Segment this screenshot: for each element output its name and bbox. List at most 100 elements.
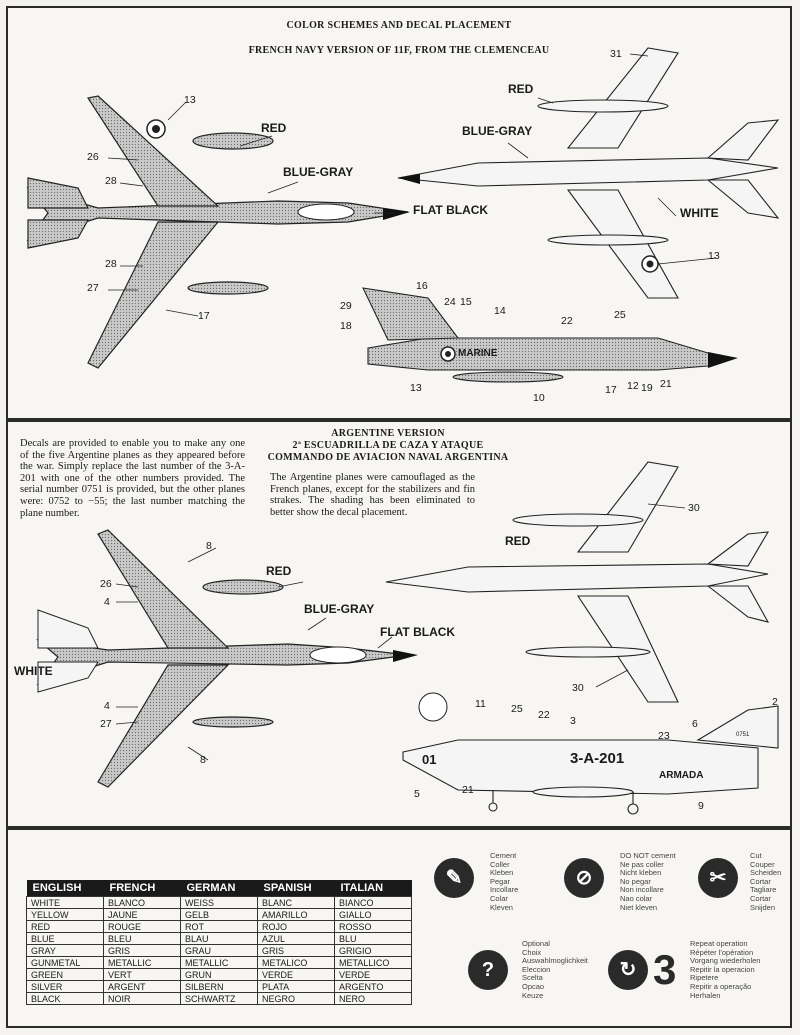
table-cell: GRAU <box>180 944 258 957</box>
callout-21-arg: 21 <box>462 784 474 796</box>
table-cell: YELLOW <box>26 908 104 921</box>
header-french: FRENCH <box>103 880 181 897</box>
callout-23: 23 <box>658 730 670 742</box>
table-cell: JAUNE <box>103 908 181 921</box>
table-cell: NEGRO <box>257 992 335 1005</box>
table-cell: VERDE <box>257 968 335 981</box>
header-german: GERMAN <box>180 880 258 897</box>
cut-icon: ✂ <box>698 858 738 898</box>
table-cell: VERT <box>103 968 181 981</box>
table-cell: AZUL <box>257 932 335 945</box>
table-cell: GRAY <box>26 944 104 957</box>
table-cell: BIANCO <box>334 896 412 909</box>
callout-26-arg: 26 <box>100 578 112 590</box>
header-english: ENGLISH <box>26 880 104 897</box>
camo-note: The Argentine planes were camouflaged as… <box>270 472 475 518</box>
table-cell: METALLIC <box>180 956 258 969</box>
callout-24: 24 <box>444 296 456 308</box>
french-aircraft-drawings <box>26 47 780 383</box>
callout-14: 14 <box>494 305 506 317</box>
cement-icon: ✎ <box>434 858 474 898</box>
callout-3: 3 <box>570 715 576 727</box>
table-cell: GRIS <box>257 944 335 957</box>
table-cell: GRUN <box>180 968 258 981</box>
top-view-aircraft <box>26 95 409 369</box>
table-cell: GUNMETAL <box>26 956 104 969</box>
table-cell: GELB <box>180 908 258 921</box>
callout-10: 10 <box>533 392 545 404</box>
callout-5: 5 <box>414 788 420 800</box>
table-cell: SILBERN <box>180 980 258 993</box>
table-cell: WEISS <box>180 896 258 909</box>
table-cell: ARGENTO <box>334 980 412 993</box>
callout-25-arg: 25 <box>511 703 523 715</box>
label-flat-black: FLAT BLACK <box>413 203 489 217</box>
callout-28b: 28 <box>105 258 117 270</box>
french-navy-panel: COLOR SCHEMES AND DECAL PLACEMENT FRENCH… <box>6 6 792 420</box>
table-cell: ROUGE <box>103 920 181 933</box>
callout-11: 11 <box>475 698 486 710</box>
color-translation-table: ENGLISH FRENCH GERMAN SPANISH ITALIAN WH… <box>26 880 412 1005</box>
label-white: WHITE <box>680 206 719 220</box>
callout-2: 2 <box>772 696 778 708</box>
table-cell: RED <box>26 920 104 933</box>
callout-25: 25 <box>614 309 626 321</box>
table-cell: ROJO <box>257 920 335 933</box>
table-cell: GRIS <box>103 944 181 957</box>
table-cell: METALICO <box>257 956 335 969</box>
callout-22-arg: 22 <box>538 709 550 721</box>
callout-27-arg: 27 <box>100 718 112 730</box>
label-red: RED <box>261 121 287 135</box>
callout-6: 6 <box>692 718 698 730</box>
table-cell: ROSSO <box>334 920 412 933</box>
label-red-arg-2: RED <box>505 534 531 548</box>
label-blue-gray-2: BLUE-GRAY <box>462 124 533 138</box>
callout-19: 19 <box>641 382 653 394</box>
header-spanish: SPANISH <box>257 880 335 897</box>
repeat-number: 3 <box>653 946 677 993</box>
callout-13: 13 <box>184 94 196 106</box>
table-cell: BLUE <box>26 932 104 945</box>
table-cell: VERDE <box>334 968 412 981</box>
table-cell: NOIR <box>103 992 181 1005</box>
table-cell: ARGENT <box>103 980 181 993</box>
table-cell: BLACK <box>26 992 104 1005</box>
repeat-icon: ↻ <box>608 950 648 990</box>
table-cell: BLU <box>334 932 412 945</box>
optional-icon: ? <box>468 950 508 990</box>
label-white-arg: WHITE <box>14 664 53 678</box>
decal-note: Decals are provided to enable you to mak… <box>20 438 245 519</box>
table-cell: BLEU <box>103 932 181 945</box>
callout-18: 18 <box>340 320 352 332</box>
callout-8: 8 <box>206 540 212 552</box>
callout-30: 30 <box>688 502 700 514</box>
callout-4b: 4 <box>104 700 110 712</box>
label-red-arg: RED <box>266 564 292 578</box>
table-header-row: ENGLISH FRENCH GERMAN SPANISH ITALIAN <box>26 880 412 897</box>
table-cell: BLANC <box>257 896 335 909</box>
side-view-aircraft <box>362 287 730 383</box>
no-cement-icon: ⊘ <box>564 858 604 898</box>
table-cell: SCHWARTZ <box>180 992 258 1005</box>
table-cell: AMARILLO <box>257 908 335 921</box>
callout-12: 12 <box>627 380 639 392</box>
argentine-title: ARGENTINE VERSION <box>331 428 445 439</box>
label-red-2: RED <box>508 82 534 96</box>
callout-17: 17 <box>198 310 210 322</box>
callout-22: 22 <box>561 315 573 327</box>
table-cell: GREEN <box>26 968 104 981</box>
label-flat-black-arg: FLAT BLACK <box>380 625 456 639</box>
table-cell: GRIGIO <box>334 944 412 957</box>
